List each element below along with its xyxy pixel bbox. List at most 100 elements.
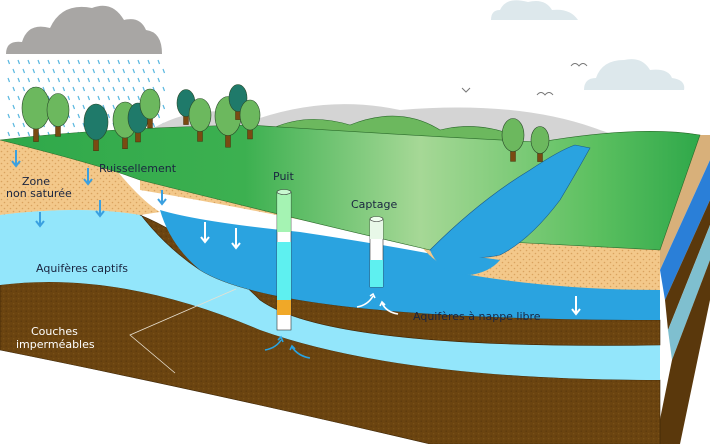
raindrop	[7, 77, 11, 83]
raindrop	[112, 68, 116, 74]
raindrop	[82, 86, 86, 92]
raindrop	[142, 68, 146, 74]
down-arrow-icon	[571, 296, 581, 316]
raindrop	[62, 86, 66, 92]
raindrop	[117, 59, 121, 65]
intake-label: Captage	[351, 198, 397, 211]
confined-aquifer-left	[0, 210, 140, 285]
curved-arrow-icon	[264, 335, 311, 359]
bird-icon	[461, 63, 588, 96]
side-face-water	[660, 160, 710, 300]
raindrop	[107, 59, 111, 65]
tree-icon	[530, 126, 550, 162]
raindrop	[137, 59, 141, 65]
raindrop	[127, 95, 131, 101]
raindrop	[147, 77, 151, 83]
side-face-sand	[655, 135, 710, 270]
raindrop	[12, 86, 16, 92]
raindrop	[102, 68, 106, 74]
raindrop	[17, 59, 21, 65]
down-arrow-icon	[157, 190, 167, 206]
down-arrow-icon	[35, 212, 45, 228]
raindrop	[107, 77, 111, 83]
tree-icon	[21, 86, 51, 142]
raindrop	[72, 86, 76, 92]
raindrop	[27, 59, 31, 65]
raindrop	[112, 86, 116, 92]
raindrop	[52, 86, 56, 92]
tree-icon	[46, 93, 70, 137]
raindrop	[67, 59, 71, 65]
unsaturated-zone-label-2: non saturée	[6, 187, 72, 200]
raindrop	[152, 68, 156, 74]
raindrop	[142, 86, 146, 92]
raindrop	[127, 77, 131, 83]
raindrop	[162, 68, 166, 74]
raindrop	[17, 77, 21, 83]
raindrop	[32, 68, 36, 74]
raindrop	[37, 77, 41, 83]
raindrop	[137, 95, 141, 101]
raindrop	[102, 104, 106, 110]
impermeable-layers-label-1: Couches	[31, 325, 78, 338]
sand-layer-left	[0, 140, 160, 215]
raindrop	[57, 59, 61, 65]
river-cross-section	[430, 250, 500, 275]
side-face-clay2	[655, 260, 710, 444]
raindrop	[7, 113, 11, 119]
well-pipe-icon	[369, 216, 384, 288]
raindrop	[117, 77, 121, 83]
raindrop	[102, 86, 106, 92]
cloud-icon	[491, 0, 578, 20]
tree-icon	[239, 99, 261, 140]
raindrop	[127, 59, 131, 65]
raindrop	[87, 59, 91, 65]
raindrop	[42, 68, 46, 74]
well-pipe-icon	[276, 189, 292, 331]
raindrop	[107, 113, 111, 119]
raindrop	[77, 77, 81, 83]
down-arrow-group	[11, 150, 581, 316]
confined-aquifers-label: Aquifères captifs	[36, 262, 128, 275]
raindrop	[82, 104, 86, 110]
raindrop	[87, 95, 91, 101]
raindrop	[47, 77, 51, 83]
raindrop	[132, 86, 136, 92]
well-label: Puit	[273, 170, 294, 183]
cloud-icon	[584, 59, 685, 90]
tree-icon	[139, 88, 161, 129]
raindrop	[62, 68, 66, 74]
raindrop	[67, 95, 71, 101]
tree-icon	[501, 118, 525, 162]
down-arrow-icon	[200, 222, 210, 244]
unsaturated-zone-label-1: Zone	[22, 175, 50, 188]
raindrop	[67, 77, 71, 83]
leader-lines	[129, 288, 237, 374]
raindrop	[117, 95, 121, 101]
down-arrow-icon	[11, 150, 21, 168]
raindrop	[22, 86, 26, 92]
tree-icon	[83, 103, 109, 151]
down-arrow-icon	[83, 168, 93, 186]
raindrop	[92, 68, 96, 74]
sand-layer-right	[140, 180, 660, 290]
raindrop	[122, 86, 126, 92]
raindrop	[97, 77, 101, 83]
raindrop	[157, 59, 161, 65]
unconfined-aquifers-label: Aquifères à nappe libre	[413, 310, 541, 323]
raindrop	[72, 122, 76, 128]
side-face-confined	[668, 225, 710, 360]
raindrop	[12, 104, 16, 110]
down-arrow-icon	[95, 200, 105, 218]
raindrop	[72, 68, 76, 74]
raindrop	[12, 122, 16, 128]
raindrop	[47, 59, 51, 65]
impermeable-layers-label-2: imperméables	[16, 338, 95, 351]
raindrop	[77, 59, 81, 65]
rain-cloud-icon	[6, 5, 162, 54]
raindrop	[97, 59, 101, 65]
raindrop	[72, 104, 76, 110]
raindrop	[42, 86, 46, 92]
river	[429, 144, 591, 258]
raindrop	[47, 95, 51, 101]
